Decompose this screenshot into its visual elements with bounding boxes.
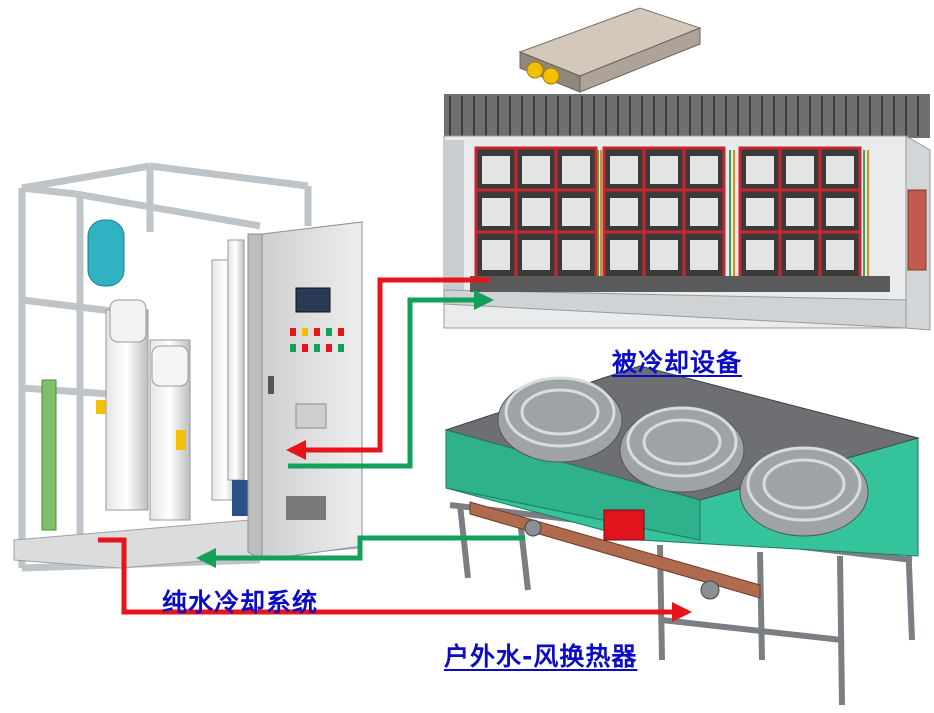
dry-cooler-fan-icon	[444, 365, 920, 706]
hot-supply-to-cooler-arrow	[98, 537, 692, 622]
battery-pack-icon	[518, 7, 702, 93]
label-cooled-equipment: 被冷却设备	[612, 348, 743, 377]
cold-supply-to-container-arrow	[288, 290, 494, 469]
hot-return-to-skid-arrow	[286, 277, 490, 460]
label-heat-exchanger: 户外水-风换热器	[444, 642, 638, 671]
cold-return-from-cooler-arrow	[196, 535, 525, 568]
battery-container-icon	[443, 94, 931, 331]
pure-water-skid-icon	[13, 162, 363, 572]
label-pure-water-system: 纯水冷却系统	[162, 588, 319, 617]
